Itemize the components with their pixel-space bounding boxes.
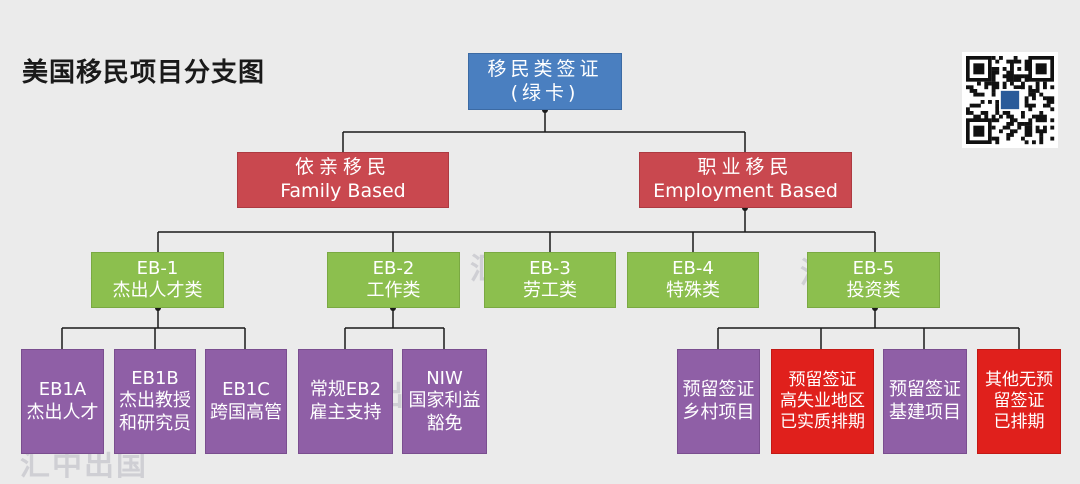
page-title: 美国移民项目分支图 (22, 58, 266, 88)
node-label: 乡村项目 (682, 401, 755, 423)
node-label: EB-2 (372, 257, 415, 279)
node-label: 跨国高管 (210, 401, 282, 423)
node-label: 留签证 (993, 390, 1045, 411)
node-label: 常规EB2 (309, 379, 382, 400)
node-label: 移民类签证 (487, 57, 603, 80)
node-label: EB-1 (136, 257, 179, 279)
node-eb2: EB-2 工作类 (327, 252, 460, 308)
node-label: 其他无预 (985, 369, 1053, 390)
node-label: 豁免 (426, 412, 463, 434)
node-label: 预留签证 (682, 379, 755, 400)
node-eb5: EB-5 投资类 (807, 252, 940, 308)
node-label: EB-3 (529, 257, 571, 279)
node-label: 和研究员 (119, 412, 191, 434)
node-label: 已排期 (993, 412, 1045, 433)
node-eb1: EB-1 杰出人才类 (91, 252, 224, 308)
node-label: 杰出人才 (26, 401, 99, 423)
root-node-immigrant-visa: 移民类签证 (绿卡) (468, 53, 622, 110)
node-label: 投资类 (846, 280, 901, 301)
node-label: 杰出教授 (119, 390, 191, 412)
node-label: 依亲移民 (294, 156, 391, 179)
node-label: 预留签证 (889, 379, 961, 400)
node-tea-reserved: 预留签证 高失业地区 已实质排期 (771, 349, 874, 454)
node-eb4: EB-4 特殊类 (627, 252, 759, 308)
node-label: EB1C (222, 379, 270, 400)
node-eb1b: EB1B 杰出教授 和研究员 (114, 349, 196, 454)
node-label: 劳工类 (523, 280, 577, 301)
node-employment-based: 职业移民 Employment Based (639, 152, 852, 208)
node-rural-reserved: 预留签证 乡村项目 (677, 349, 760, 454)
node-label: 国家利益 (408, 390, 481, 412)
node-label: EB1B (131, 367, 179, 389)
node-eb1c: EB1C 跨国高管 (205, 349, 287, 454)
node-label: 基建项目 (889, 401, 961, 423)
node-label: NIW (426, 367, 463, 389)
node-label: 已实质排期 (780, 412, 865, 433)
qr-code-icon (962, 52, 1058, 148)
node-label: 职业移民 (697, 156, 794, 179)
node-niw: NIW 国家利益 豁免 (402, 349, 487, 454)
node-label: 特殊类 (666, 280, 720, 301)
qr-code-graphic (966, 56, 1055, 145)
node-label: EB-4 (672, 257, 714, 279)
node-label: (绿卡) (510, 81, 580, 104)
node-label: 杰出人才类 (112, 280, 203, 301)
node-infrastructure-reserved: 预留签证 基建项目 (883, 349, 967, 454)
node-label: 预留签证 (788, 369, 857, 390)
node-eb1a: EB1A 杰出人才 (21, 349, 104, 454)
node-label: EB1A (38, 379, 87, 400)
node-family-based: 依亲移民 Family Based (237, 152, 449, 208)
node-label: 雇主支持 (309, 401, 382, 423)
node-label: 工作类 (366, 280, 421, 301)
node-label: 高失业地区 (780, 390, 865, 411)
node-other-unreserved: 其他无预 留签证 已排期 (977, 349, 1061, 454)
node-label: Employment Based (653, 180, 838, 202)
node-label: EB-5 (852, 257, 895, 279)
node-eb3: EB-3 劳工类 (484, 252, 616, 308)
node-eb2-perm: 常规EB2 雇主支持 (298, 349, 393, 454)
node-label: Family Based (280, 180, 406, 202)
